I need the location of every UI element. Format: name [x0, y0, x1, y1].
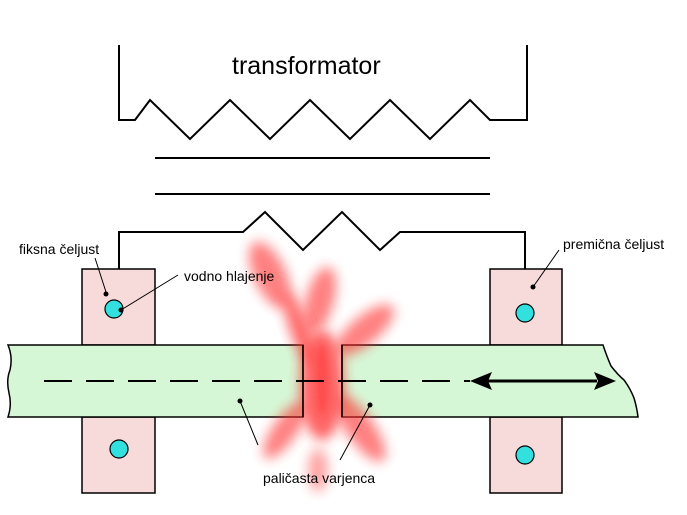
cooling-hole-movable-upper — [515, 303, 535, 323]
leader-movable-jaw — [532, 249, 560, 288]
diagram-title: transformator — [232, 52, 381, 80]
movement-arrow-left-head — [470, 372, 492, 390]
leader-dot-water-cooling — [118, 307, 124, 313]
leader-dot-movable-jaw — [530, 284, 536, 290]
cooling-hole-fixed-lower — [109, 439, 129, 459]
leader-dot-workpiece-right — [367, 402, 373, 408]
label-workpieces: paličasta varjenca — [263, 470, 376, 486]
movable-jaw-upper — [489, 268, 563, 346]
leader-workpiece-right — [339, 404, 371, 461]
leader-dot-workpiece-left — [237, 398, 243, 404]
label-movable-jaw: premična čeljust — [563, 236, 665, 252]
cooling-hole-movable-lower — [515, 445, 535, 465]
primary-winding — [118, 45, 528, 141]
movement-arrow-right-head — [594, 372, 616, 390]
secondary-winding — [118, 210, 526, 269]
leader-dot-fixed-jaw — [103, 291, 109, 297]
label-fixed-jaw: fiksna čeljust — [19, 241, 100, 257]
welding-sparks — [248, 241, 395, 492]
leader-water-cooling — [120, 274, 179, 311]
leader-fixed-jaw — [94, 257, 107, 293]
label-water-cooling: vodno hlajenje — [184, 268, 275, 284]
leader-workpiece-left — [239, 400, 259, 446]
